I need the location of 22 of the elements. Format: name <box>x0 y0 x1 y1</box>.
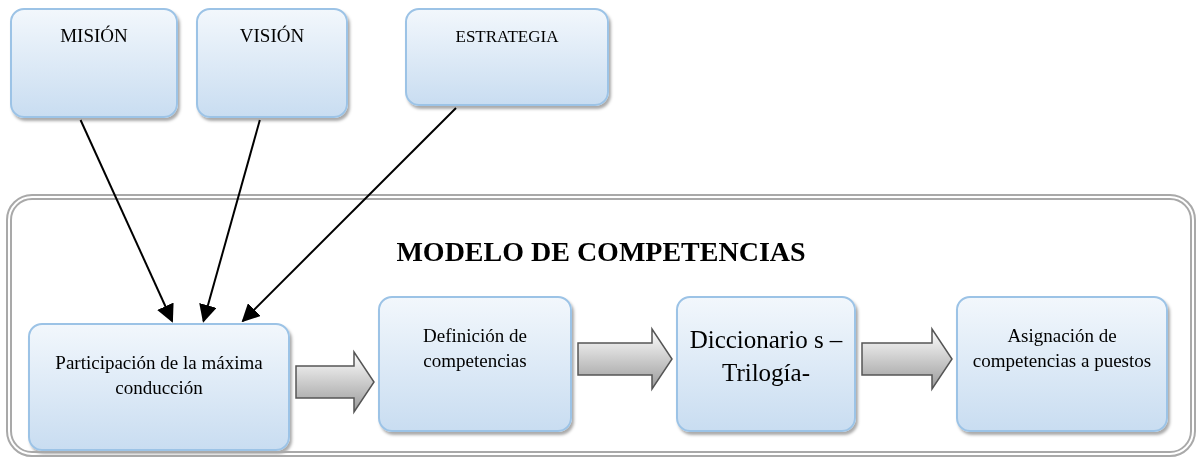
arrow <box>241 107 457 323</box>
box-label: Asignación de competencias a puestos <box>971 324 1153 373</box>
process-box <box>405 8 609 106</box>
block-arrow <box>861 326 953 392</box>
box-label: Participación de la máxima conducción <box>54 351 264 400</box>
process-box <box>196 8 348 118</box>
box-label: ESTRATEGIA <box>455 26 559 48</box>
block-arrow <box>577 326 673 392</box>
box-label: Diccionario s – Trilogía- <box>688 325 844 388</box>
process-box <box>676 296 856 432</box>
arrow <box>199 119 261 323</box>
process-box <box>28 323 290 451</box>
process-box <box>956 296 1168 432</box>
process-box <box>10 8 178 118</box>
process-box <box>378 296 572 432</box>
block-arrow <box>295 349 375 415</box>
group-frame <box>6 194 1196 457</box>
arrow <box>79 119 174 323</box>
box-label: Definición de competencias <box>422 324 528 373</box>
frame-title: MODELO DE COMPETENCIAS <box>395 236 807 268</box>
box-label: VISIÓN <box>239 24 305 48</box>
box-label: MISIÓN <box>60 24 128 48</box>
